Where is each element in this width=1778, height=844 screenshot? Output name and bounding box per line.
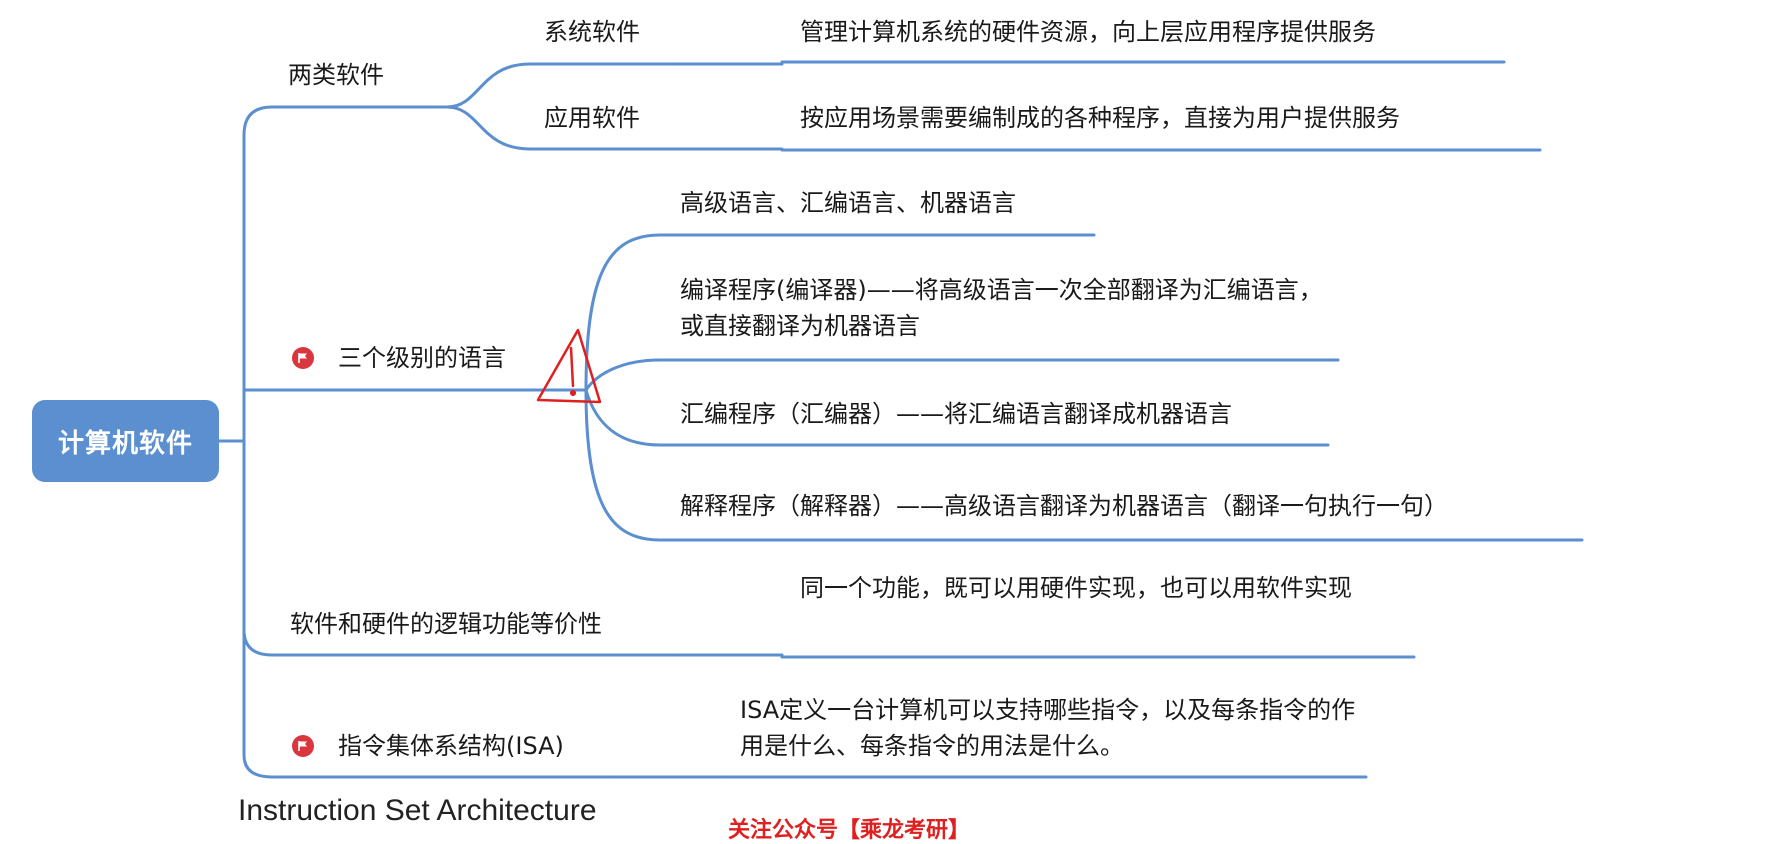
node-assembler[interactable]: 汇编程序（汇编器）——将汇编语言翻译成机器语言: [680, 400, 1232, 428]
connector-app-software: [445, 105, 532, 151]
connector-level-2: [584, 358, 662, 392]
isa-caption: Instruction Set Architecture: [238, 794, 597, 827]
node-system-software[interactable]: 系统软件: [544, 18, 640, 46]
warning-annotation-icon: [536, 328, 602, 404]
node-equivalence-desc[interactable]: 同一个功能，既可以用硬件实现，也可以用软件实现: [800, 574, 1352, 602]
connector-level-1: [584, 233, 662, 392]
red-flag-icon: [292, 735, 314, 757]
connector-system-software: [445, 62, 532, 109]
connector-equivalence: [242, 628, 274, 657]
node-equivalence[interactable]: 软件和硬件的逻辑功能等价性: [290, 610, 602, 638]
node-compiler[interactable]: 编译程序(编译器)——将高级语言一次全部翻译为汇编语言，或直接翻译为机器语言: [680, 276, 1323, 340]
root-label: 计算机软件: [57, 428, 193, 459]
node-three-levels[interactable]: 三个级别的语言: [338, 344, 506, 372]
node-system-software-desc[interactable]: 管理计算机系统的硬件资源，向上层应用程序提供服务: [800, 18, 1376, 46]
node-two-types[interactable]: 两类软件: [288, 61, 384, 89]
connector-level-3: [584, 388, 662, 447]
node-interpreter[interactable]: 解释程序（解释器）——高级语言翻译为机器语言（翻译一句执行一句）: [680, 492, 1448, 520]
node-app-software[interactable]: 应用软件: [544, 104, 640, 132]
trunk-line: [242, 105, 274, 779]
node-level-languages[interactable]: 高级语言、汇编语言、机器语言: [680, 189, 1016, 217]
connector-level-4: [584, 388, 662, 542]
node-app-software-desc[interactable]: 按应用场景需要编制成的各种程序，直接为用户提供服务: [800, 104, 1400, 132]
root-node[interactable]: 计算机软件: [32, 400, 219, 482]
footer-watermark: 关注公众号【乘龙考研】: [728, 818, 971, 843]
node-isa[interactable]: 指令集体系结构(ISA): [338, 732, 564, 760]
red-flag-icon: [292, 347, 314, 369]
node-isa-desc[interactable]: ISA定义一台计算机可以支持哪些指令，以及每条指令的作用是什么、每条指令的用法是…: [740, 696, 1356, 760]
